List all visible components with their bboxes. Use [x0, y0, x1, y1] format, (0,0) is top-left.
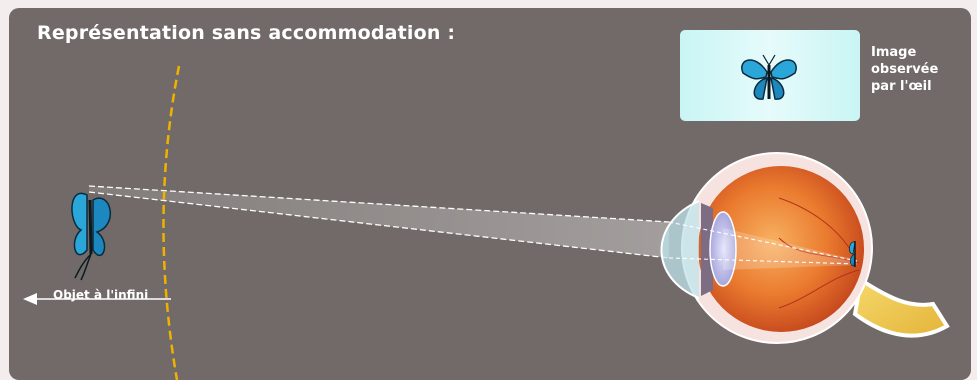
diagram-panel: Représentation sans accommodation : Imag… [9, 8, 971, 380]
observed-butterfly-icon [742, 55, 796, 99]
diagram-scene [9, 8, 971, 380]
object-infinity-label: Objet à l'infini [53, 288, 148, 302]
eye-cross-section [662, 153, 948, 343]
object-butterfly-icon [72, 193, 110, 280]
light-beam [89, 186, 669, 258]
wavefront-arc [163, 66, 179, 380]
